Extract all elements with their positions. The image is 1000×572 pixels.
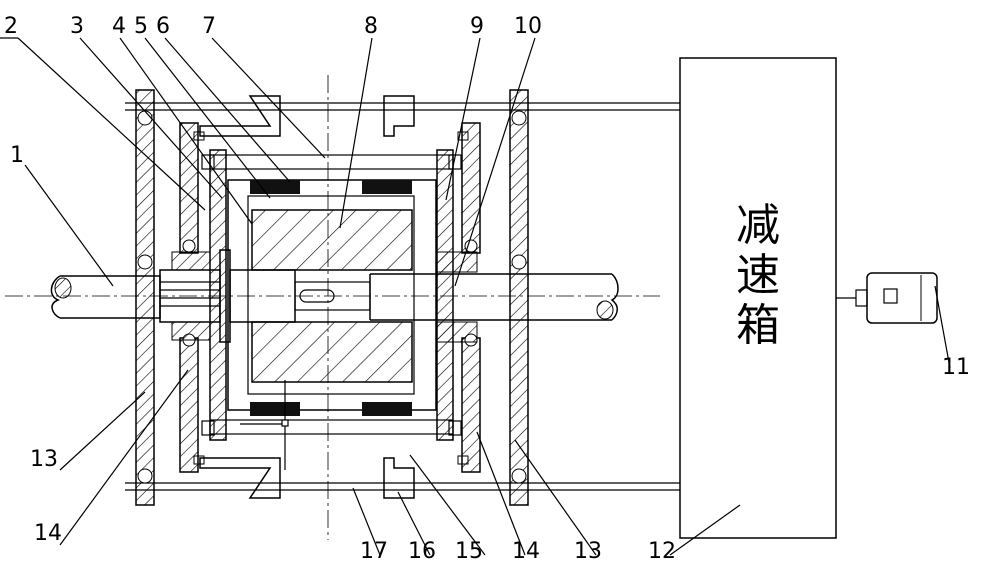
housing xyxy=(193,131,469,465)
frame-brackets xyxy=(199,95,415,499)
label-4: 4 xyxy=(112,14,126,39)
motor xyxy=(836,272,938,324)
label-5: 5 xyxy=(134,14,148,39)
label-11: 11 xyxy=(942,355,970,380)
label-17: 17 xyxy=(360,539,388,564)
label-16: 16 xyxy=(408,539,436,564)
label-6: 6 xyxy=(156,14,170,39)
part-labels: 2 3 4 5 6 7 8 9 10 1 11 12 13 13 14 14 1… xyxy=(4,14,970,564)
tie-rods xyxy=(125,102,680,491)
output-shaft xyxy=(294,251,619,343)
label-7: 7 xyxy=(202,14,216,39)
rotor-core xyxy=(251,209,413,383)
label-10: 10 xyxy=(514,14,542,39)
label-14-left: 14 xyxy=(34,521,62,546)
label-9: 9 xyxy=(470,14,484,39)
label-15: 15 xyxy=(455,539,483,564)
leader-lines xyxy=(0,37,951,556)
label-3: 3 xyxy=(70,14,84,39)
outer-plates xyxy=(135,89,529,506)
label-12: 12 xyxy=(648,539,676,564)
gearbox-label: 减 速 箱 xyxy=(736,200,780,351)
input-shaft xyxy=(50,249,296,343)
magnets xyxy=(250,180,412,416)
rotor-cage xyxy=(227,179,437,411)
label-1: 1 xyxy=(10,143,24,168)
label-13-right: 13 xyxy=(574,539,602,564)
center-lines xyxy=(5,75,660,540)
label-14-right: 14 xyxy=(512,539,540,564)
label-8: 8 xyxy=(364,14,378,39)
gearbox-char-2: 速 xyxy=(736,250,780,301)
label-2: 2 xyxy=(4,14,18,39)
gearbox-char-1: 减 xyxy=(736,200,780,251)
sensor-rod xyxy=(240,380,289,470)
label-13-left: 13 xyxy=(30,447,58,472)
gearbox-char-3: 箱 xyxy=(736,300,780,351)
